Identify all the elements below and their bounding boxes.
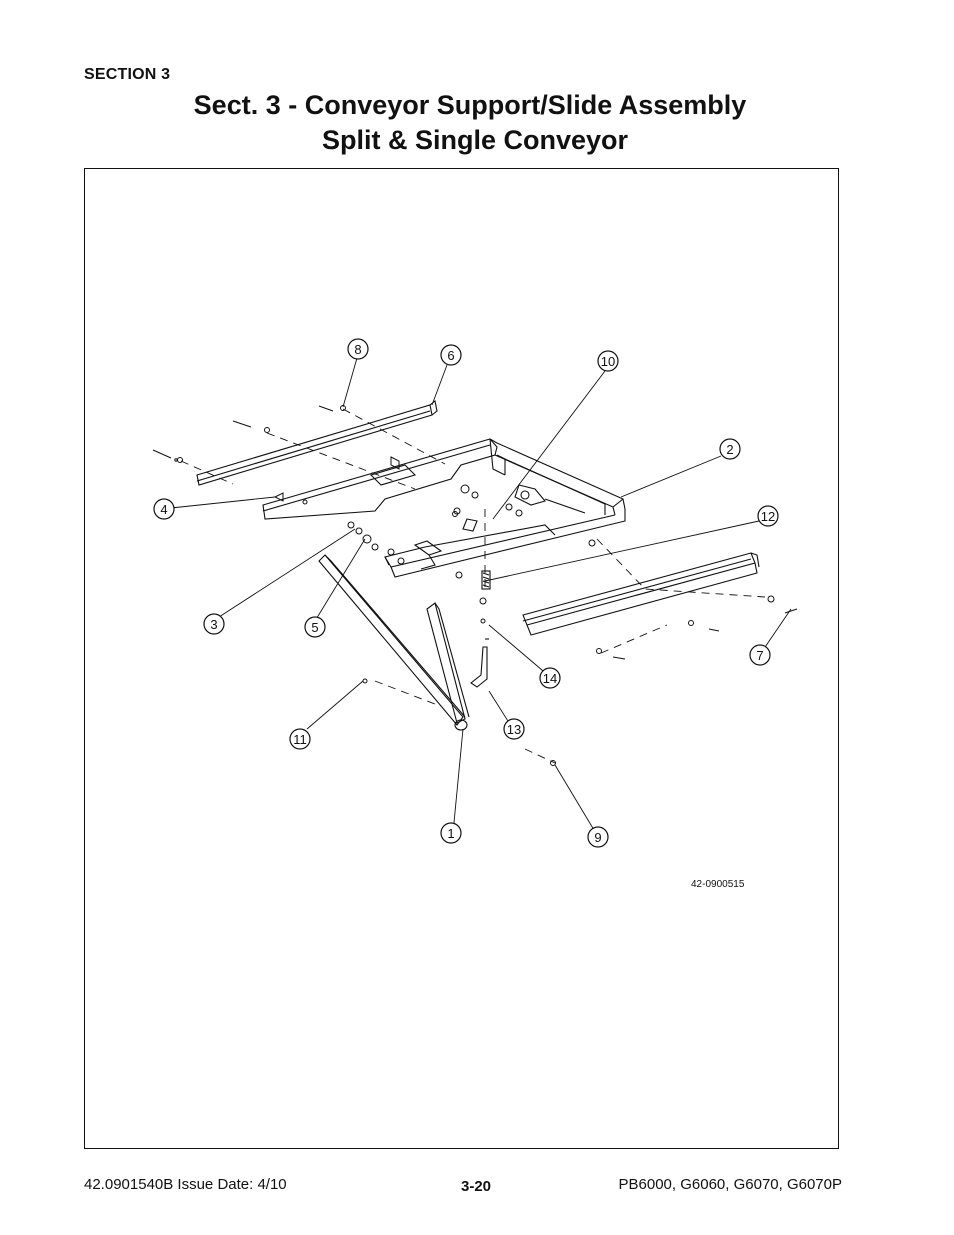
callout-3: 3 bbox=[203, 613, 225, 635]
callout-5: 5 bbox=[304, 616, 326, 638]
callout-9: 9 bbox=[587, 826, 609, 848]
alignment-lines bbox=[180, 408, 766, 764]
callout-13: 13 bbox=[503, 718, 525, 740]
svg-text:14: 14 bbox=[543, 671, 557, 686]
svg-text:10: 10 bbox=[601, 354, 615, 369]
leader-lines bbox=[170, 357, 792, 836]
svg-text:6: 6 bbox=[447, 348, 454, 363]
hardware bbox=[152, 405, 798, 766]
svg-text:9: 9 bbox=[594, 830, 601, 845]
svg-text:12: 12 bbox=[761, 509, 775, 524]
callout-4: 4 bbox=[153, 498, 175, 520]
callout-8: 8 bbox=[347, 338, 369, 360]
exploded-view-drawing: 8 6 10 2 12 4 bbox=[152, 338, 798, 848]
callout-11: 11 bbox=[289, 728, 311, 750]
svg-text:4: 4 bbox=[160, 502, 167, 517]
svg-text:5: 5 bbox=[311, 620, 318, 635]
title-line-1: Sect. 3 - Conveyor Support/Slide Assembl… bbox=[193, 90, 747, 120]
callout-10: 10 bbox=[597, 350, 619, 372]
footer-page-number: 3-20 bbox=[461, 1178, 492, 1195]
svg-text:8: 8 bbox=[354, 342, 361, 357]
pivot-pin bbox=[470, 638, 489, 688]
footer-models: PB6000, G6060, G6070, G6070P bbox=[618, 1176, 843, 1193]
right-slide-rail bbox=[522, 552, 760, 636]
support-strut bbox=[318, 554, 470, 731]
page-title: Sect. 3 - Conveyor Support/Slide Assembl… bbox=[0, 88, 954, 158]
left-slide-rail bbox=[196, 400, 438, 486]
svg-text:3: 3 bbox=[210, 617, 217, 632]
callout-balloons: 8 6 10 2 12 4 bbox=[153, 338, 779, 848]
callout-6: 6 bbox=[440, 344, 462, 366]
svg-text:13: 13 bbox=[507, 722, 521, 737]
callout-2: 2 bbox=[719, 438, 741, 460]
callout-1: 1 bbox=[440, 822, 462, 844]
callout-7: 7 bbox=[749, 644, 771, 666]
svg-text:1: 1 bbox=[447, 826, 454, 841]
exploded-view-figure: 8 6 10 2 12 4 bbox=[84, 168, 839, 1149]
svg-text:11: 11 bbox=[293, 732, 307, 747]
title-line-2: Split & Single Conveyor bbox=[321, 125, 629, 155]
svg-text:2: 2 bbox=[726, 442, 733, 457]
callout-12: 12 bbox=[757, 505, 779, 527]
callout-14: 14 bbox=[539, 667, 561, 689]
frame-bracket bbox=[413, 540, 443, 570]
drawing-number: 42-0900515 bbox=[691, 879, 745, 890]
main-frame bbox=[262, 438, 626, 578]
svg-text:7: 7 bbox=[756, 648, 763, 663]
footer-document-number: 42.0901540B Issue Date: 4/10 bbox=[84, 1176, 287, 1193]
section-label: SECTION 3 bbox=[84, 66, 171, 83]
